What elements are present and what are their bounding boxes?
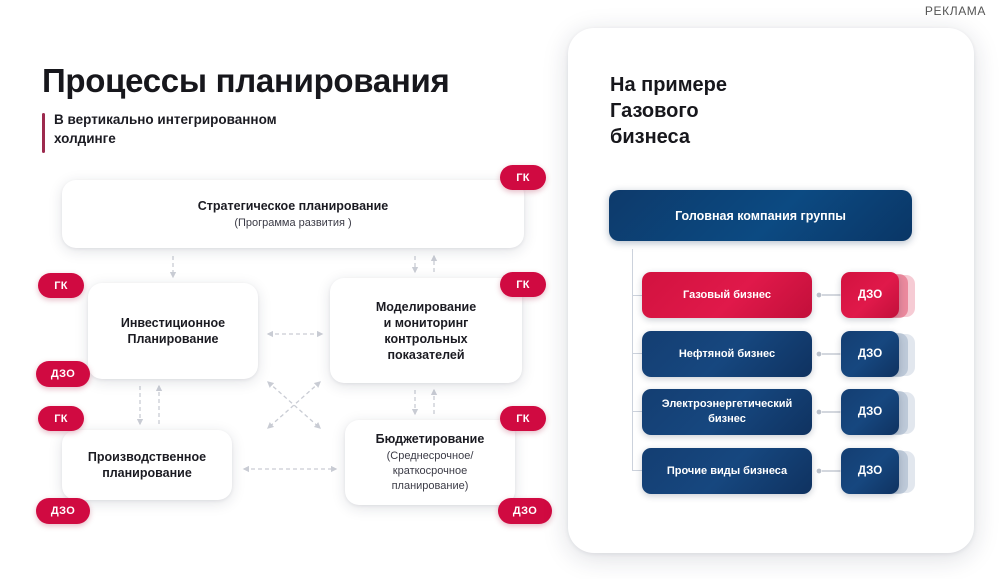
- flow-box-title: Бюджетирование: [375, 432, 485, 446]
- org-dzo-stack-power[interactable]: ДЗО: [841, 389, 919, 435]
- advertisement-label: РЕКЛАМА: [924, 4, 986, 18]
- flow-box-title: Производственное планирование: [87, 450, 207, 480]
- flow-box-strategic-planning[interactable]: Стратегическое планирование (Программа р…: [62, 180, 524, 248]
- badge-gk-budgeting[interactable]: ГК: [500, 406, 546, 431]
- org-row-gas-business[interactable]: Газовый бизнес: [642, 272, 812, 318]
- flow-box-subtitle: (Программа развития ): [234, 216, 352, 229]
- flow-box-title: Стратегическое планирование: [197, 198, 389, 213]
- page-title: Процессы планирования: [42, 62, 450, 99]
- subtitle-text: В вертикально интегрированном холдинге: [54, 112, 277, 146]
- badge-gk-modeling[interactable]: ГК: [500, 272, 546, 297]
- panel-title: На примере Газового бизнеса: [610, 74, 727, 148]
- badge-gk-strategic[interactable]: ГК: [500, 165, 546, 190]
- org-head-company-box[interactable]: Головная компания группы: [609, 190, 912, 241]
- org-dzo-box[interactable]: ДЗО: [841, 448, 899, 494]
- accent-bar: [42, 113, 45, 153]
- org-dzo-box[interactable]: ДЗО: [841, 272, 899, 318]
- flow-box-production-planning[interactable]: Производственное планирование: [62, 430, 232, 500]
- badge-gk-investment[interactable]: ГК: [38, 273, 84, 298]
- flow-box-investment-planning[interactable]: Инвестиционное Планирование: [88, 283, 258, 379]
- org-dzo-stack-other[interactable]: ДЗО: [841, 448, 919, 494]
- org-tree-trunk: [632, 249, 633, 471]
- org-tree-branch: [632, 470, 642, 471]
- flow-box-budgeting[interactable]: Бюджетирование (Среднесрочное/ краткосро…: [345, 420, 515, 505]
- org-row-oil-business[interactable]: Нефтяной бизнес: [642, 331, 812, 377]
- badge-dzo-investment[interactable]: ДЗО: [36, 361, 90, 387]
- org-tree-branch: [632, 295, 642, 296]
- badge-gk-production[interactable]: ГК: [38, 406, 84, 431]
- org-dzo-box[interactable]: ДЗО: [841, 331, 899, 377]
- org-tree-branch: [632, 353, 642, 354]
- flow-box-title: Инвестиционное Планирование: [120, 316, 226, 346]
- org-tree-branch: [632, 411, 642, 412]
- badge-dzo-budgeting[interactable]: ДЗО: [498, 498, 552, 524]
- flow-box-title: Моделирование и мониторинг контрольных п…: [375, 299, 477, 362]
- flow-box-modeling-monitoring[interactable]: Моделирование и мониторинг контрольных п…: [330, 278, 522, 383]
- org-row-other-business[interactable]: Прочие виды бизнеса: [642, 448, 812, 494]
- subtitle-block: В вертикально интегрированном холдинге: [42, 110, 277, 153]
- badge-dzo-production[interactable]: ДЗО: [36, 498, 90, 524]
- org-dzo-stack-oil[interactable]: ДЗО: [841, 331, 919, 377]
- org-dzo-stack-gas[interactable]: ДЗО: [841, 272, 919, 318]
- org-dzo-box[interactable]: ДЗО: [841, 389, 899, 435]
- flow-box-subtitle: (Среднесрочное/ краткосрочное планирован…: [386, 450, 474, 492]
- org-row-power-business[interactable]: Электроэнергетический бизнес: [642, 389, 812, 435]
